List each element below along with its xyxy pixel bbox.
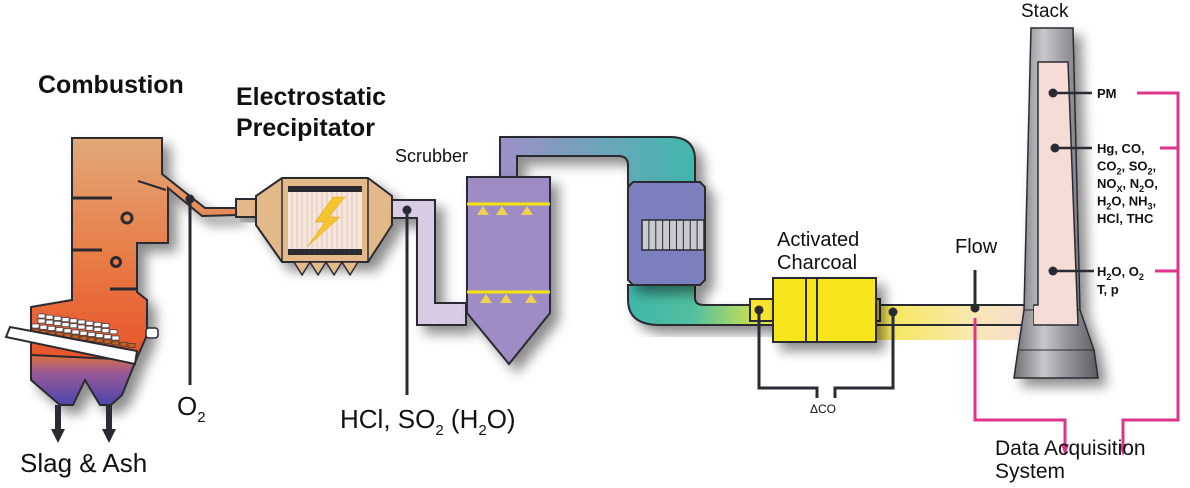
duct-furnace-esp: [235, 198, 259, 218]
delta-co-probe-line: [757, 310, 819, 398]
activated-label-line2: Charcoal: [777, 252, 857, 274]
stack-signal-bus: [1121, 91, 1180, 448]
gas-probe-point: [1050, 143, 1060, 153]
o2-label: O2: [177, 391, 206, 426]
burner-port: [110, 256, 122, 268]
o2-probe-point: [185, 194, 195, 204]
ash-arrow-right: [102, 405, 116, 443]
slag-ash-label: Slag & Ash: [20, 448, 147, 478]
t-p-label: T, p: [1097, 282, 1119, 297]
spray-nozzles: [477, 206, 537, 303]
spray-nozzle-icon: [480, 294, 492, 303]
stack-gas-label-line: NOX, N2O,: [1097, 176, 1158, 194]
scrubber-label: Scrubber: [395, 146, 468, 166]
stack-gas-label-line: H2O, NH3,: [1097, 194, 1156, 212]
scrubber: [466, 176, 551, 366]
flow-label: Flow: [955, 236, 998, 258]
grate-bar: [4, 325, 139, 366]
spray-nozzle-icon: [500, 294, 512, 303]
delta-co-label: ΔCO: [810, 402, 836, 416]
signal-lines: [973, 91, 1180, 448]
h2o-o2-label: H2O, O2: [1097, 264, 1144, 282]
stack-label: Stack: [1021, 1, 1069, 22]
spray-nozzle-icon: [496, 206, 508, 215]
spray-nozzle-icon: [477, 206, 489, 215]
daq-label-line1: Data Acquisition: [995, 437, 1146, 460]
h2o-o2-probe-point: [1048, 266, 1058, 276]
activated-charcoal-unit: [772, 277, 877, 343]
flow-probe-point: [970, 303, 980, 313]
pm-label: PM: [1097, 86, 1117, 101]
electrode-top: [288, 186, 362, 192]
hcl-so2-label: HCl, SO2 (H2O): [340, 404, 516, 439]
hcl-probe-point: [402, 205, 412, 215]
charcoal-inlet-probe: [754, 305, 764, 315]
esp-label-line2: Precipitator: [236, 114, 375, 142]
activated-label-line1: Activated: [777, 229, 859, 251]
catalyst-block: [641, 219, 705, 251]
stack-gas-label-line: HCl, THC: [1097, 211, 1154, 226]
stack-flue-lining: [1033, 61, 1079, 326]
baffle: [137, 180, 167, 191]
pm-probe-point: [1048, 88, 1058, 98]
flow-signal-line: [973, 318, 1067, 448]
charcoal-outlet-probe: [888, 307, 898, 317]
catalyst-honeycomb: [641, 219, 705, 251]
combustion-furnace: [30, 137, 239, 406]
air-nozzle: [145, 327, 159, 339]
daq-arrow-left: [1061, 444, 1069, 456]
ash-arrow-left: [51, 405, 65, 443]
electrode-bottom: [288, 249, 362, 255]
spray-nozzle-icon: [525, 294, 537, 303]
stack-gas-label-line: Hg, CO,: [1097, 141, 1145, 156]
daq-label-line2: System: [995, 460, 1065, 483]
esp-label-line1: Electrostatic: [236, 83, 386, 111]
esp-hopper-teeth: [292, 260, 360, 277]
fuel-grate: [31, 313, 136, 348]
stack-gas-labels: Hg, CO, CO2, SO2,NOX, N2O,H2O, NH3,HCl, T…: [1097, 141, 1158, 226]
combustion-label: Combustion: [38, 71, 184, 99]
stack-gas-label-line: CO2, SO2,: [1097, 159, 1156, 177]
lightning-bolt-icon: [306, 196, 346, 248]
daq-arrow-right: [1119, 444, 1127, 456]
duct-scrubber-catalyst: [499, 136, 696, 186]
burner-port: [120, 211, 134, 225]
spray-nozzle-icon: [521, 206, 533, 215]
delta-co-probe-line: [833, 312, 895, 398]
duct-charcoal-stack: [873, 305, 1034, 340]
duct-esp-scrubber: [391, 199, 467, 326]
